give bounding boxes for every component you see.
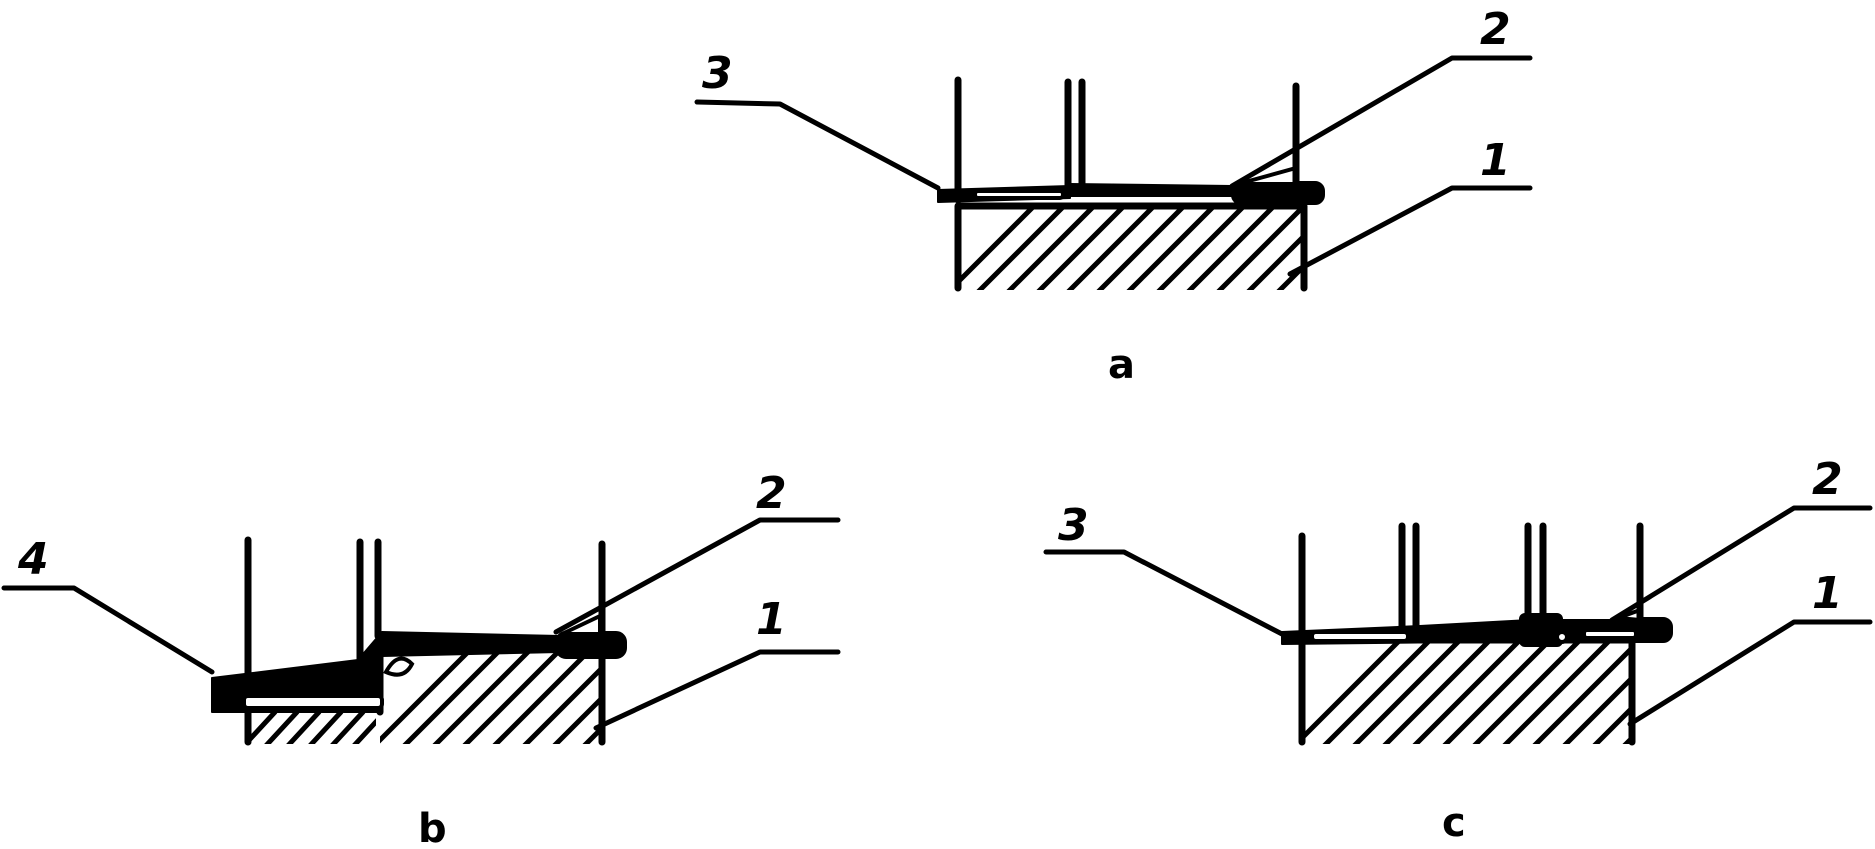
panel-a-label-3: 3	[702, 48, 733, 99]
panel-c-leader-2	[1609, 505, 1873, 623]
panel-a-leader-3	[694, 99, 941, 191]
panel-a: 3 2 1 a	[694, 4, 1533, 388]
panel-a-label-2: 2	[1480, 4, 1511, 55]
panel-b-leader-4	[1, 585, 215, 675]
panel-c-label-1: 1	[1812, 568, 1843, 619]
panel-c-label-2: 2	[1812, 454, 1843, 505]
panel-c-leader-3	[1043, 549, 1285, 637]
panel-a-leader-1	[1287, 185, 1533, 277]
panel-c-cover-layer	[1281, 607, 1673, 647]
panel-b-cover-layer	[211, 612, 627, 713]
panel-a-leader-2	[1229, 55, 1533, 189]
panel-a-cover-layer	[937, 165, 1325, 205]
panel-a-caption: a	[1108, 342, 1135, 388]
panel-c: 3 2 1 c	[1043, 454, 1873, 846]
panel-b: 4 2 1 b	[1, 468, 841, 849]
panel-c-label-3: 3	[1058, 500, 1089, 551]
panel-b-uprights	[244, 536, 606, 682]
panel-c-caption: c	[1442, 800, 1466, 846]
panel-b-leader-2	[553, 517, 841, 635]
panel-c-uprights	[1298, 522, 1644, 636]
panel-c-base-plate	[1298, 636, 1636, 746]
panel-a-base-plate	[954, 202, 1308, 292]
panel-b-label-1: 1	[756, 594, 787, 645]
panel-b-caption: b	[418, 806, 447, 849]
panel-b-label-4: 4	[17, 534, 49, 585]
panel-c-leader-1	[1627, 619, 1873, 727]
panel-a-uprights	[954, 76, 1300, 204]
panel-a-label-1: 1	[1480, 135, 1511, 186]
panel-b-label-2: 2	[756, 468, 787, 519]
panel-b-leader-1	[593, 649, 841, 731]
